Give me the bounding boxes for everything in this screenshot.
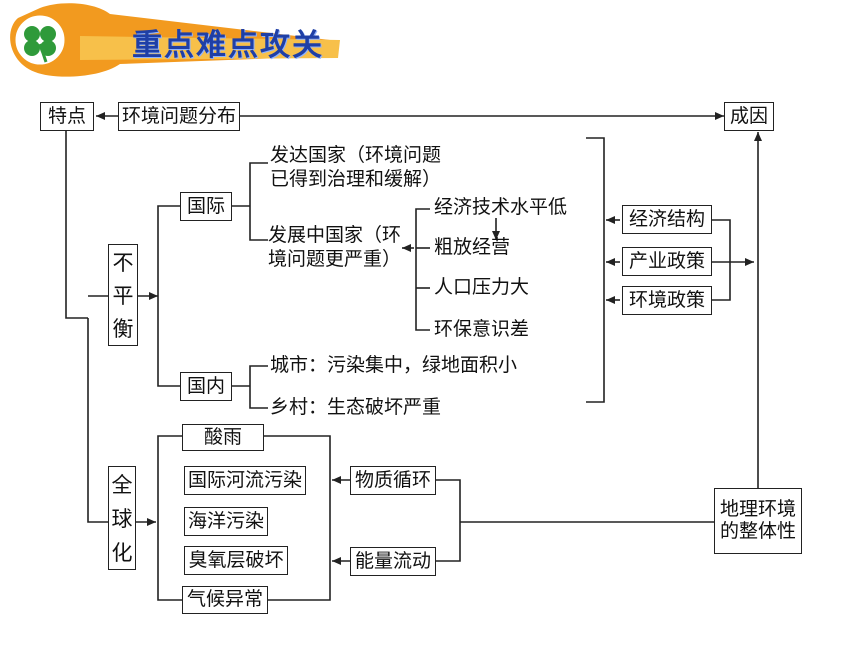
domestic-box: 国内	[180, 372, 232, 401]
imbalance-char-2: 平	[112, 283, 134, 308]
policy-industrial: 产业政策	[622, 247, 712, 276]
globalization-box: 全 球 化	[108, 466, 136, 570]
developing-countries-line2: 境问题更严重）	[268, 248, 402, 270]
imbalance-box: 不 平 衡	[108, 244, 138, 346]
reason-item: 人口压力大	[434, 276, 530, 298]
global-char-1: 全	[111, 473, 133, 497]
international-box: 国际	[180, 192, 232, 221]
imbalance-char-1: 不	[112, 250, 134, 275]
integrity-box: 地理环境 的整体性	[714, 488, 802, 554]
distribution-box: 环境问题分布	[118, 102, 240, 131]
matter-cycle-box: 物质循环	[350, 466, 436, 495]
global-problem: 气候异常	[182, 586, 268, 614]
cause-box: 成因	[724, 102, 774, 131]
reason-item: 环保意识差	[434, 318, 530, 340]
policy-economic-structure: 经济结构	[622, 205, 712, 234]
developing-countries-line1: 发展中国家（环	[268, 224, 402, 246]
city-text: 城市：污染集中，绿地面积小	[270, 354, 518, 376]
integrity-line1: 地理环境	[719, 498, 796, 521]
global-char-2: 球	[111, 507, 133, 531]
countryside-text: 乡村：生态破坏严重	[270, 396, 442, 418]
reason-item: 经济技术水平低	[434, 196, 568, 218]
global-problem: 酸雨	[182, 424, 264, 451]
reason-item: 粗放经营	[434, 236, 511, 258]
developed-countries-line1: 发达国家（环境问题	[270, 144, 442, 166]
feature-box: 特点	[40, 102, 94, 131]
clover-icon	[10, 3, 340, 77]
global-char-3: 化	[111, 541, 133, 565]
integrity-line2: 的整体性	[719, 520, 796, 542]
global-problem: 国际河流污染	[184, 466, 306, 495]
global-problem: 海洋污染	[184, 507, 268, 536]
policy-environmental: 环境政策	[622, 286, 712, 315]
global-problem: 臭氧层破坏	[184, 546, 288, 575]
imbalance-char-3: 衡	[112, 317, 134, 342]
developed-countries-line2: 已得到治理和缓解）	[270, 168, 442, 190]
energy-flow-box: 能量流动	[350, 547, 436, 576]
banner-title: 重点难点攻关	[132, 28, 324, 63]
